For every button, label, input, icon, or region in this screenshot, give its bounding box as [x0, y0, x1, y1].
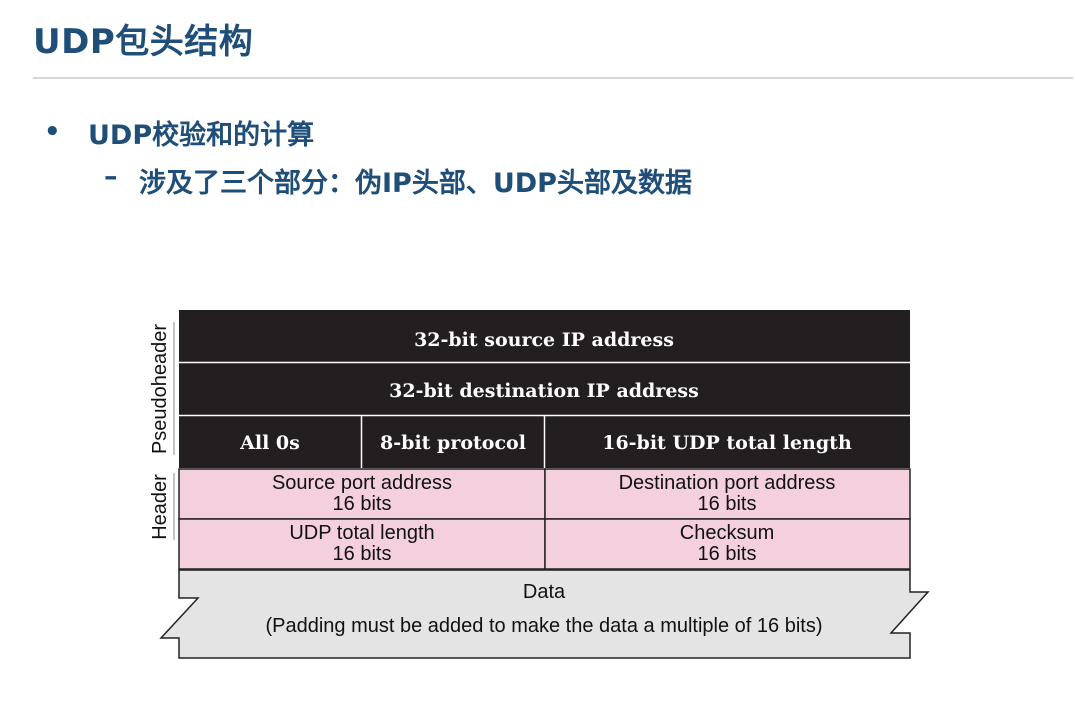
label-all-zeros: All 0s — [239, 432, 300, 454]
pseudo-row-source-ip — [179, 310, 910, 362]
label-total-length: UDP total length — [289, 522, 434, 544]
label-src-port-bits: 16 bits — [333, 493, 392, 515]
header-cell-dst-port — [544, 468, 911, 520]
header-cell-total-length — [178, 518, 546, 570]
bullet-checksum-calc: UDP校验和的计算 — [88, 120, 315, 151]
sub-bullet-marker: – — [104, 161, 118, 192]
pseudo-cell-protocol — [362, 416, 544, 468]
label-protocol: 8-bit protocol — [380, 432, 526, 454]
header-cell-checksum — [544, 518, 911, 570]
label-udp-total-length: 16-bit UDP total length — [602, 432, 852, 454]
label-checksum-bits: 16 bits — [698, 543, 757, 565]
pseudo-row-dest-ip — [179, 363, 910, 415]
side-label-pseudoheader: Pseudoheader — [149, 324, 171, 454]
pseudo-cell-udp-length — [545, 416, 910, 468]
side-label-header: Header — [149, 474, 171, 540]
label-data: Data — [523, 581, 566, 603]
label-source-ip: 32-bit source IP address — [414, 329, 674, 351]
label-total-length-bits: 16 bits — [333, 543, 392, 565]
data-block — [159, 569, 930, 659]
page-title: UDP包头结构 — [33, 22, 254, 62]
pseudo-cell-all-zeros — [179, 416, 361, 468]
label-padding-note: (Padding must be added to make the data … — [265, 615, 822, 637]
label-checksum: Checksum — [680, 522, 774, 544]
title-divider — [33, 77, 1073, 79]
label-src-port: Source port address — [272, 472, 452, 494]
label-dest-ip: 32-bit destination IP address — [389, 380, 699, 402]
bullet-marker: • — [44, 117, 61, 147]
sub-bullet-three-parts: 涉及了三个部分：伪IP头部、UDP头部及数据 — [139, 168, 692, 199]
header-cell-src-port — [178, 468, 546, 520]
label-dst-port-bits: 16 bits — [698, 493, 757, 515]
label-dst-port: Destination port address — [619, 472, 836, 494]
